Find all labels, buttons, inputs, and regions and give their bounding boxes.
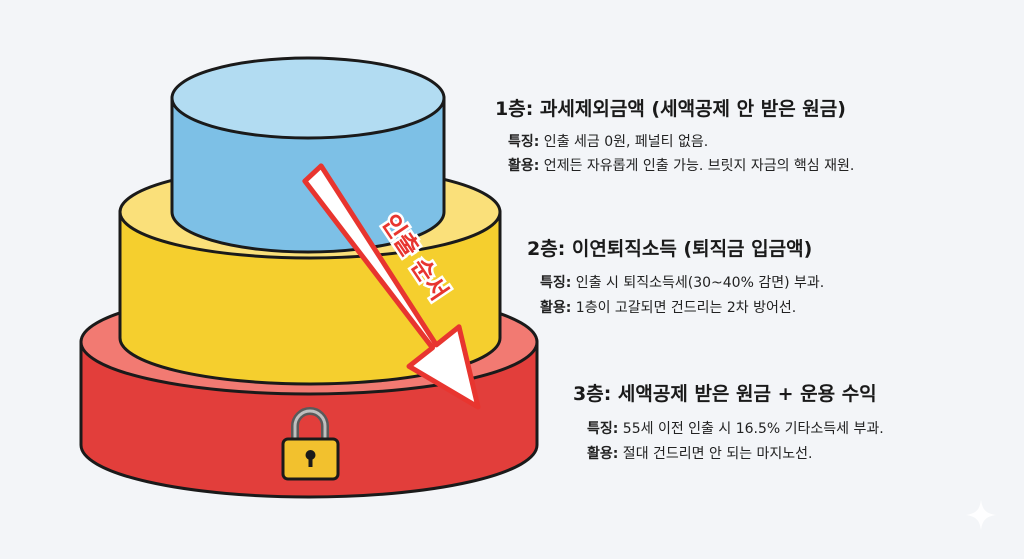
tier-1-title: 1층: 과세제외금액 (세액공제 안 받은 원금) <box>495 98 846 120</box>
tier-2-feature-key: 특징: <box>540 275 572 291</box>
tier-2-feature-text: 인출 시 퇴직소득세(30~40% 감면) 부과. <box>571 275 825 291</box>
tier-1-usage-key: 활용: <box>508 158 540 174</box>
tier-3-feature-text: 55세 이전 인출 시 16.5% 기타소득세 부과. <box>618 421 884 437</box>
tier-3-usage: 활용: 절대 건드리면 안 되는 마지노선. <box>587 443 813 463</box>
tier-1-usage: 활용: 언제든 자유롭게 인출 가능. 브릿지 자금의 핵심 재원. <box>508 155 854 175</box>
sparkle-icon <box>966 500 996 530</box>
tier-3-title: 3층: 세액공제 받은 원금 + 운용 수익 <box>573 383 877 405</box>
tier-2-title: 2층: 이연퇴직소득 (퇴직금 입금액) <box>527 238 813 260</box>
withdrawal-order-arrow <box>302 163 481 410</box>
tier-2-feature: 특징: 인출 시 퇴직소득세(30~40% 감면) 부과. <box>540 272 824 292</box>
tier-1-feature: 특징: 인출 세금 0원, 페널티 없음. <box>508 131 708 151</box>
tier-1-feature-text: 인출 세금 0원, 페널티 없음. <box>539 134 709 150</box>
tier-3-usage-key: 활용: <box>587 446 619 462</box>
tier-3-feature: 특징: 55세 이전 인출 시 16.5% 기타소득세 부과. <box>587 418 884 438</box>
tier-3-usage-text: 절대 건드리면 안 되는 마지노선. <box>618 446 813 462</box>
tier-1-feature-key: 특징: <box>508 134 540 150</box>
tier-2-usage: 활용: 1층이 고갈되면 건드리는 2차 방어선. <box>540 297 796 317</box>
tier-2-usage-text: 1층이 고갈되면 건드리는 2차 방어선. <box>571 300 797 316</box>
tier-2-usage-key: 활용: <box>540 300 572 316</box>
padlock-icon <box>281 407 340 481</box>
tier-3-feature-key: 특징: <box>587 421 619 437</box>
tier-1-usage-text: 언제든 자유롭게 인출 가능. 브릿지 자금의 핵심 재원. <box>539 158 855 174</box>
